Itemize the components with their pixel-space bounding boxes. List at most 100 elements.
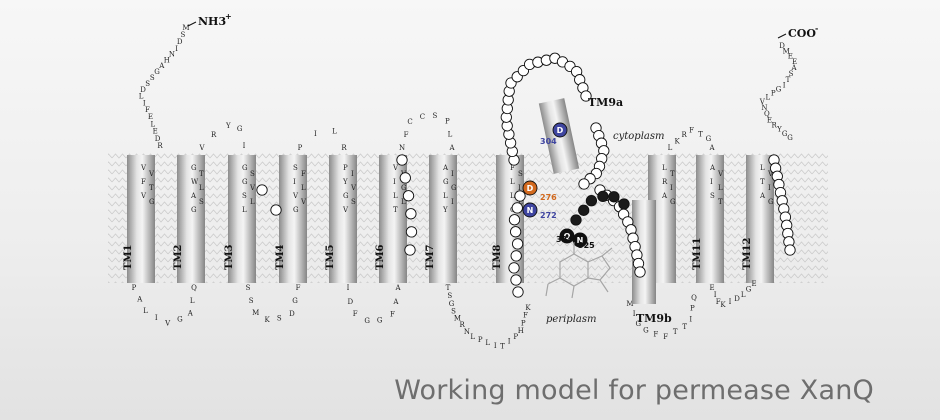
n-terminus-label: NH3 <box>198 15 226 28</box>
loop-residue: V <box>164 320 171 328</box>
loop-residue: L <box>332 128 337 136</box>
loop-residue: H <box>518 327 524 335</box>
residue-letter: T <box>718 198 723 206</box>
residue-letter: Y <box>342 178 348 186</box>
loop-residue: D <box>155 135 161 143</box>
residue-letter: V <box>148 170 155 178</box>
loop-residue: S <box>150 74 155 82</box>
residue-letter: A <box>190 192 197 200</box>
helix-cylinder <box>746 155 774 283</box>
helix-label-tm5: TM5 <box>325 244 336 270</box>
residue-letter: V <box>140 192 147 200</box>
key-residue-304: D <box>552 122 568 138</box>
loop-residue: F <box>145 106 150 114</box>
loop-residue: P <box>298 144 303 152</box>
loop-residue: F <box>689 127 694 135</box>
residue-letter: W <box>191 178 199 186</box>
helix-cylinder <box>177 155 205 283</box>
loop-residue: E <box>153 128 158 136</box>
key-residue-circle <box>552 122 568 138</box>
loop-residue: R <box>682 131 688 139</box>
loop-residue: F <box>653 331 658 339</box>
residue-letter: F <box>301 170 306 178</box>
loop-residue: D <box>177 38 183 46</box>
loop-residue: I <box>347 284 350 292</box>
loop-residue: Q <box>764 110 770 118</box>
loop-residue: S <box>249 297 254 305</box>
residue-letter: I <box>351 170 354 178</box>
loop-residue: P <box>690 305 695 313</box>
residue-bead <box>405 226 418 238</box>
residue-letter: G <box>242 178 248 186</box>
residue-letter: S <box>242 192 247 200</box>
residue-letter: L <box>718 184 723 192</box>
loop-residue: L <box>741 291 746 299</box>
helix-label-tm9b: TM9b <box>636 312 672 325</box>
residue-bead <box>396 154 408 166</box>
residue-bead <box>508 262 520 274</box>
residue-bead <box>578 204 590 216</box>
tm3-beads <box>256 184 282 216</box>
loop-residue: G <box>706 135 712 143</box>
loop-residue: I <box>175 45 178 53</box>
loop-residue: G <box>177 315 183 323</box>
loop-residue: I <box>689 315 692 323</box>
residue-letter: T <box>149 184 154 192</box>
key-residue-letter: D <box>557 126 564 135</box>
residue-letter: I <box>451 198 454 206</box>
loop-residue: F <box>716 298 721 306</box>
loop-residue: T <box>673 328 678 336</box>
residue-letter: R <box>662 178 668 186</box>
loop-residue: L <box>190 297 195 305</box>
loop-residue: C <box>407 118 412 126</box>
residue-letter: S <box>351 198 356 206</box>
loop-residue: S <box>145 80 150 88</box>
loop-residue: Q <box>691 294 697 302</box>
residue-bead <box>585 195 598 207</box>
key-residue-circle <box>522 202 538 218</box>
loop-residue: S <box>433 112 438 120</box>
loop-residue: Y <box>225 122 231 130</box>
residue-letter: V <box>140 164 147 172</box>
helix-cylinder <box>228 155 256 283</box>
helix-cylinder <box>279 155 307 283</box>
loop-residue: L <box>150 120 155 128</box>
residue-bead <box>578 178 590 190</box>
cytoplasm-label: cytoplasm <box>613 131 664 142</box>
residue-number-324: 324 <box>556 235 573 244</box>
key-residue-letter: Q <box>564 232 571 241</box>
loop-residue: Y <box>776 126 782 134</box>
key-residue-272: N <box>522 202 538 218</box>
residue-bead <box>618 198 630 210</box>
loop-residue: P <box>445 118 450 126</box>
residue-bead <box>514 190 526 202</box>
loop-residue: F <box>296 284 301 292</box>
loop-residue: F <box>404 131 409 139</box>
loop-residue: H <box>164 56 170 64</box>
residue-letter: V <box>300 198 307 206</box>
loop-residue: N <box>464 328 470 336</box>
residue-bead <box>256 184 268 196</box>
residue-letter: I <box>710 178 713 186</box>
loop-residue: G <box>237 125 243 133</box>
residue-letter: L <box>242 206 247 214</box>
residue-bead <box>570 214 582 226</box>
key-residue-circle <box>572 232 588 248</box>
loop-residue: R <box>157 142 163 150</box>
loop-tm8-tm9a-beads <box>500 52 592 166</box>
loop-residue: K <box>525 304 531 312</box>
loop-residue: D <box>734 295 740 303</box>
residue-bead <box>509 226 522 238</box>
residue-letter: L <box>760 164 765 172</box>
loop-residue: E <box>788 53 793 61</box>
n-terminus-charge: + <box>225 12 232 21</box>
loop-residue: E <box>792 58 797 66</box>
residue-letter: I <box>393 178 396 186</box>
loop-residue: P <box>478 336 483 344</box>
